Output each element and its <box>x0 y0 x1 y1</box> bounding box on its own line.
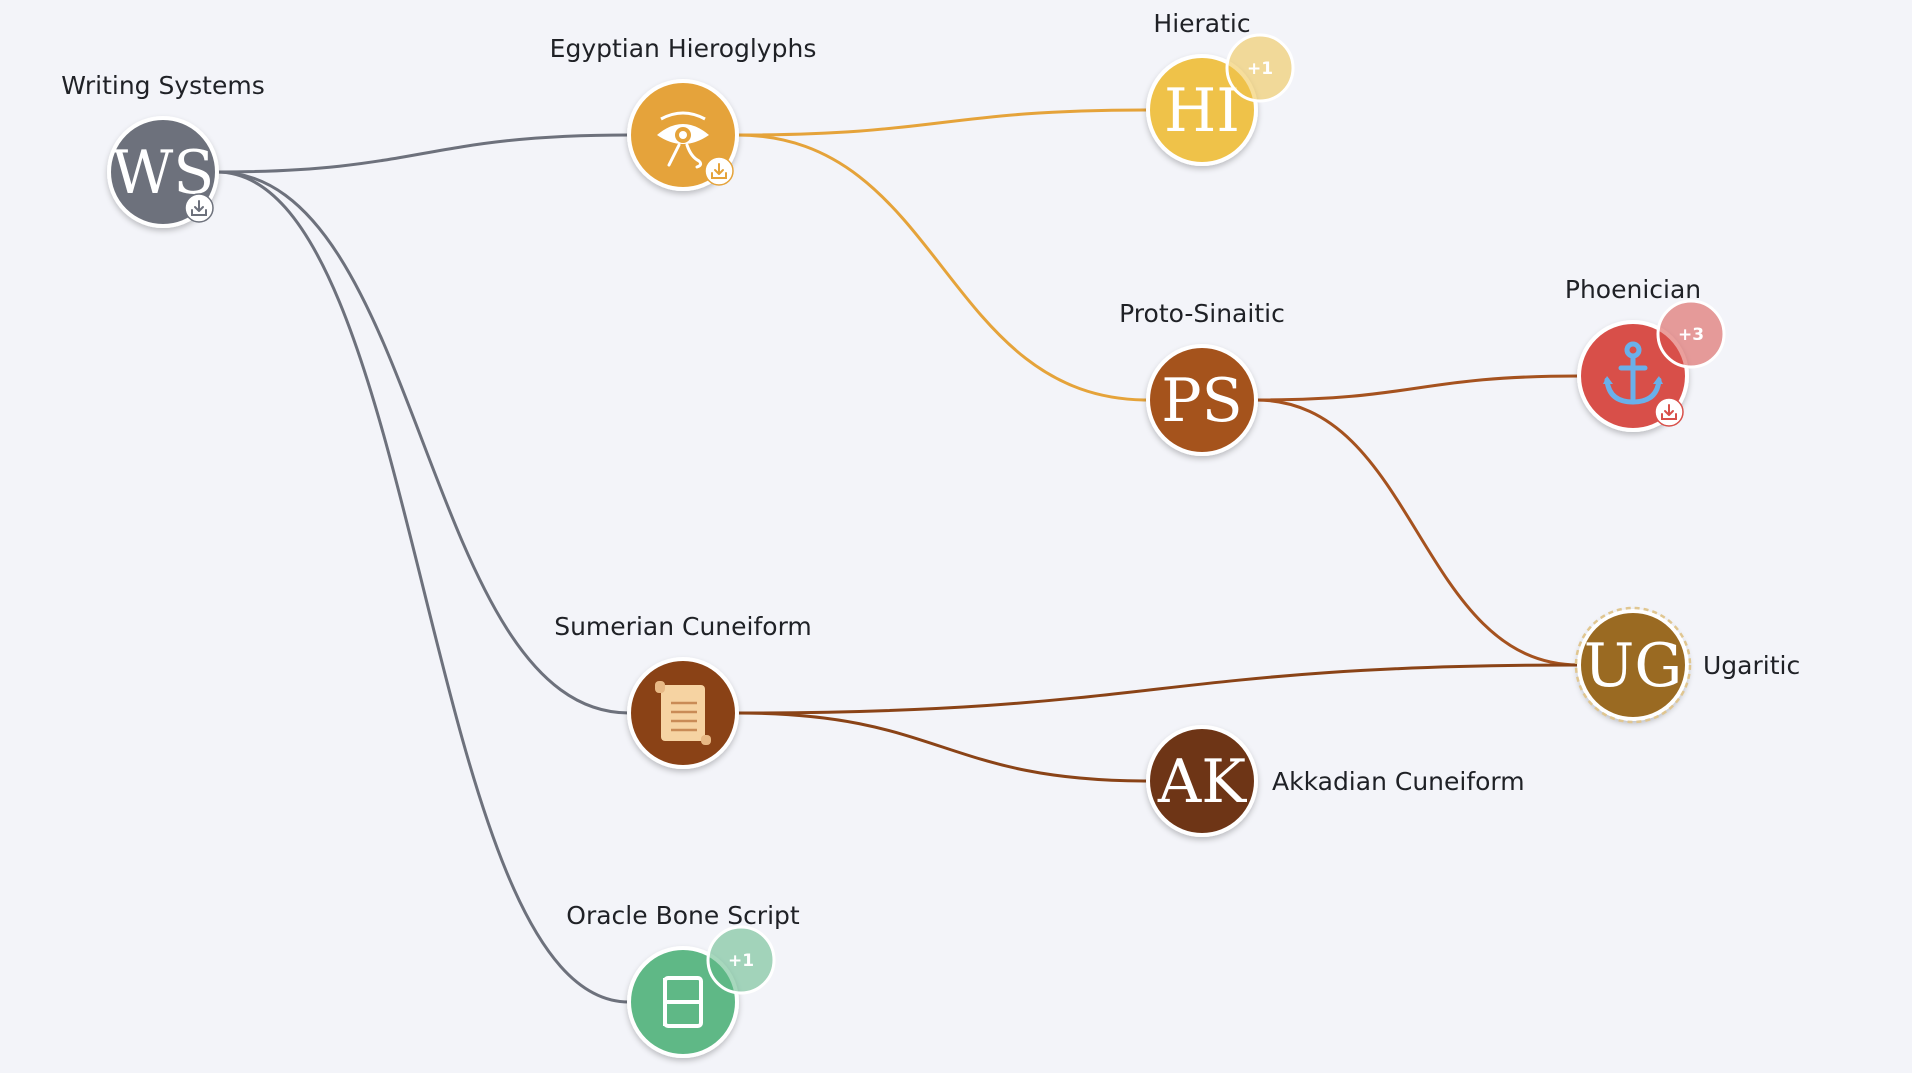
node-circle <box>1146 344 1258 456</box>
node-ob[interactable]: +1 Oracle Bone Script <box>566 901 800 1058</box>
node-ps[interactable]: PS Proto-Sinaitic <box>1119 299 1285 456</box>
node-label: Hieratic <box>1153 9 1250 38</box>
badge-circle <box>706 925 776 995</box>
node-sc[interactable]: Sumerian Cuneiform <box>554 612 812 769</box>
collapsed-count-badge[interactable]: +3 <box>1656 299 1726 369</box>
eye-icon <box>657 111 709 169</box>
edge-ps-ph <box>1255 374 1580 402</box>
node-label: Proto-Sinaitic <box>1119 299 1285 328</box>
edge-ws-eh <box>216 133 630 174</box>
oracle-glyph-icon <box>663 976 703 1028</box>
node-label: Writing Systems <box>61 71 264 100</box>
edge-eh-ps <box>736 133 1149 402</box>
node-hi[interactable]: HI +1 Hieratic <box>1146 9 1295 166</box>
download-icon[interactable] <box>1654 397 1684 427</box>
node-circle <box>1577 609 1689 721</box>
anchor-icon <box>1603 341 1663 405</box>
badge-count: +1 <box>1247 59 1273 79</box>
node-label: Sumerian Cuneiform <box>554 612 812 641</box>
node-initials: HI <box>1164 76 1240 146</box>
badge-count: +3 <box>1678 325 1704 345</box>
node-circle <box>1146 725 1258 837</box>
node-initials: PS <box>1161 366 1242 436</box>
edges <box>216 108 1580 1004</box>
edge-eh-hi <box>736 108 1149 137</box>
node-label: Ugaritic <box>1703 651 1800 680</box>
download-icon[interactable] <box>184 193 214 223</box>
node-ug[interactable]: UG Ugaritic <box>1574 606 1800 724</box>
node-ph[interactable]: +3 Phoenician <box>1565 275 1726 432</box>
node-label: Phoenician <box>1565 275 1701 304</box>
node-initials: AK <box>1157 747 1247 817</box>
collapsed-count-badge[interactable]: +1 <box>1225 33 1295 103</box>
node-initials: UG <box>1584 631 1683 701</box>
badge-circle <box>1656 299 1726 369</box>
edge-ws-ob <box>216 170 630 1004</box>
selection-ring <box>1574 606 1692 724</box>
node-ak[interactable]: AK Akkadian Cuneiform <box>1146 725 1525 837</box>
download-icon[interactable] <box>704 156 734 186</box>
edge-sc-ak <box>736 711 1149 783</box>
edge-sc-ug <box>736 663 1580 715</box>
edge-ps-ug <box>1255 398 1580 667</box>
node-label: Akkadian Cuneiform <box>1272 767 1525 796</box>
scroll-icon <box>655 681 711 745</box>
node-label: Oracle Bone Script <box>566 901 800 930</box>
node-eh[interactable]: Egyptian Hieroglyphs <box>550 34 817 191</box>
badge-circle <box>1225 33 1295 103</box>
edge-ws-sc <box>216 170 630 715</box>
badge-count: +1 <box>728 951 754 971</box>
collapsed-count-badge[interactable]: +1 <box>706 925 776 995</box>
node-label: Egyptian Hieroglyphs <box>550 34 817 63</box>
